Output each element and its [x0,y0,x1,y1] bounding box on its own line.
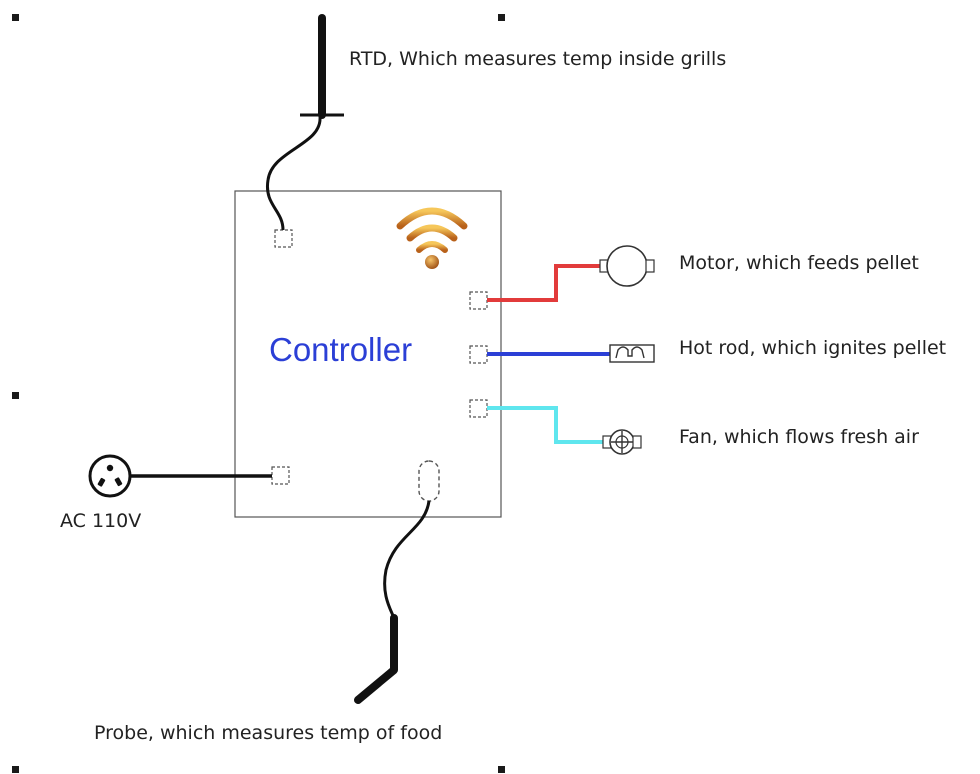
motor-wire [487,264,602,302]
fan-icon[interactable] [602,429,642,455]
port-fan[interactable] [469,399,488,418]
motor-label: Motor, which feeds pellet [679,252,919,274]
port-probe[interactable] [418,460,440,502]
probe-sensor[interactable] [354,500,431,704]
port-motor[interactable] [469,291,488,310]
motor-icon[interactable] [599,245,655,287]
selection-handle-middle-left[interactable] [12,392,19,399]
wifi-icon [396,207,468,269]
rtd-label: RTD, Which measures temp inside grills [349,48,727,70]
selection-handle-top-center[interactable] [498,14,505,21]
power-label: AC 110V [60,510,142,532]
hot-rod-label: Hot rod, which ignites pellet [679,337,947,359]
fan-wire [487,406,604,444]
port-hot-rod[interactable] [469,345,488,364]
probe-label: Probe, which measures temp of food [94,722,443,744]
port-power[interactable] [271,466,290,485]
selection-handle-bottom-center[interactable] [498,766,505,773]
outlet-icon[interactable] [88,454,132,498]
selection-handle-top-left[interactable] [12,14,19,21]
port-rtd[interactable] [274,229,293,248]
heater-icon[interactable] [609,344,655,363]
fan-label: Fan, which flows fresh air [679,426,919,448]
rtd-sensor[interactable] [265,14,344,231]
selection-handle-bottom-left[interactable] [12,766,19,773]
controller-label: Controller [269,331,413,368]
